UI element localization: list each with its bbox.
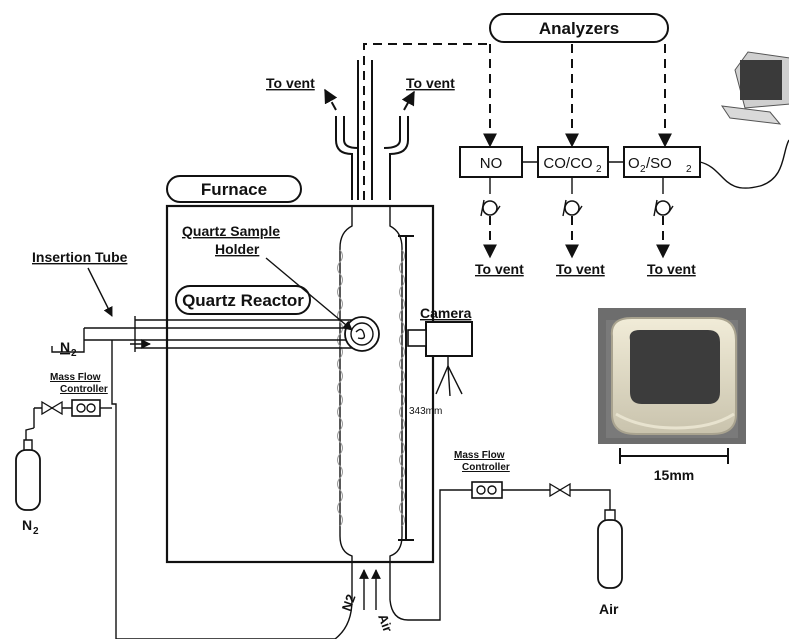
scale-bar: 15mm (620, 448, 728, 483)
svg-text:O: O (628, 155, 640, 172)
n2-cylinder: N 2 (16, 428, 40, 537)
pump-o2 (654, 177, 673, 257)
vent-label-no: To vent (475, 261, 524, 277)
furnace-box (167, 206, 433, 562)
sample-holder-label-2: Holder (215, 241, 260, 257)
svg-text:Air: Air (599, 601, 619, 617)
svg-text:2: 2 (33, 526, 39, 537)
svg-text:2: 2 (71, 348, 77, 359)
sample-holder-photo (598, 308, 746, 444)
svg-text:15mm: 15mm (654, 467, 694, 483)
svg-text:Quartz Reactor: Quartz Reactor (182, 291, 304, 310)
svg-text:343mm: 343mm (409, 406, 442, 417)
sample-holder (345, 317, 379, 351)
computer-icon (722, 52, 789, 124)
analyzers-label: Analyzers (490, 14, 668, 42)
air-cylinder: Air (598, 500, 622, 617)
vent-label-o2: To vent (647, 261, 696, 277)
svg-text:CO/CO: CO/CO (543, 155, 592, 172)
svg-text:N: N (22, 517, 32, 533)
data-cable (700, 140, 789, 188)
svg-text:N2: N2 (339, 592, 359, 613)
mfc-right: Mass Flow Controller (454, 450, 610, 500)
vent-label-co: To vent (556, 261, 605, 277)
svg-text:Mass Flow: Mass Flow (50, 372, 101, 383)
svg-text:NO: NO (480, 155, 503, 172)
exhaust-hood (336, 60, 408, 200)
insertion-tube-label: Insertion Tube (32, 249, 128, 265)
mfc-left: Mass Flow Controller (34, 372, 112, 428)
svg-text:Mass Flow: Mass Flow (454, 450, 505, 461)
sample-holder-label-1: Quartz Sample (182, 223, 280, 239)
svg-text:2: 2 (596, 164, 602, 175)
analyzer-o2-so2: O 2 /SO 2 (624, 147, 700, 177)
svg-text:/SO: /SO (646, 155, 672, 172)
vent-label-left: To vent (266, 75, 315, 91)
svg-text:Controller: Controller (60, 384, 108, 395)
vent-label-right: To vent (406, 75, 455, 91)
svg-text:Controller: Controller (462, 462, 510, 473)
quartz-reactor-label: Quartz Reactor (176, 286, 310, 314)
svg-text:Furnace: Furnace (201, 180, 267, 199)
analyzer-no: NO (460, 147, 522, 177)
svg-text:Air: Air (375, 612, 395, 634)
svg-text:Analyzers: Analyzers (539, 19, 619, 38)
svg-text:2: 2 (686, 164, 692, 175)
pump-no (481, 177, 500, 257)
analyzer-co-co2: CO/CO 2 (538, 147, 608, 177)
camera-label: Camera (420, 305, 472, 321)
furnace-label: Furnace (167, 176, 301, 202)
pump-co (563, 177, 582, 257)
